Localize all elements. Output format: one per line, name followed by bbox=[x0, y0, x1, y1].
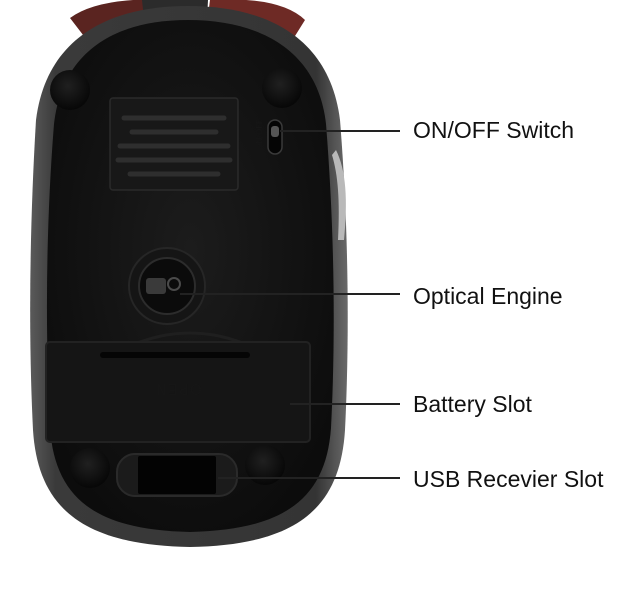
callout-usb-receiver-slot: USB Recevier Slot bbox=[413, 466, 604, 492]
foot-bottom-right bbox=[245, 445, 285, 485]
on-off-switch: ON/OFF bbox=[255, 119, 283, 155]
callout-on-off-switch: ON/OFF Switch bbox=[413, 117, 575, 143]
callout-battery-slot: Battery Slot bbox=[413, 391, 532, 417]
usb-receiver-slot bbox=[116, 453, 238, 497]
foot-bottom-left bbox=[70, 448, 110, 488]
regulatory-label bbox=[109, 97, 239, 191]
switch-text: ON/OFF bbox=[255, 119, 264, 150]
foot-top-left bbox=[50, 70, 90, 110]
battery-cover: OPEN bbox=[45, 331, 311, 443]
optical-engine bbox=[128, 247, 206, 325]
foot-top-right bbox=[262, 68, 302, 108]
callout-optical-engine: Optical Engine bbox=[413, 283, 563, 309]
battery-cover-text: OPEN bbox=[154, 380, 202, 398]
side-trim bbox=[332, 150, 346, 240]
